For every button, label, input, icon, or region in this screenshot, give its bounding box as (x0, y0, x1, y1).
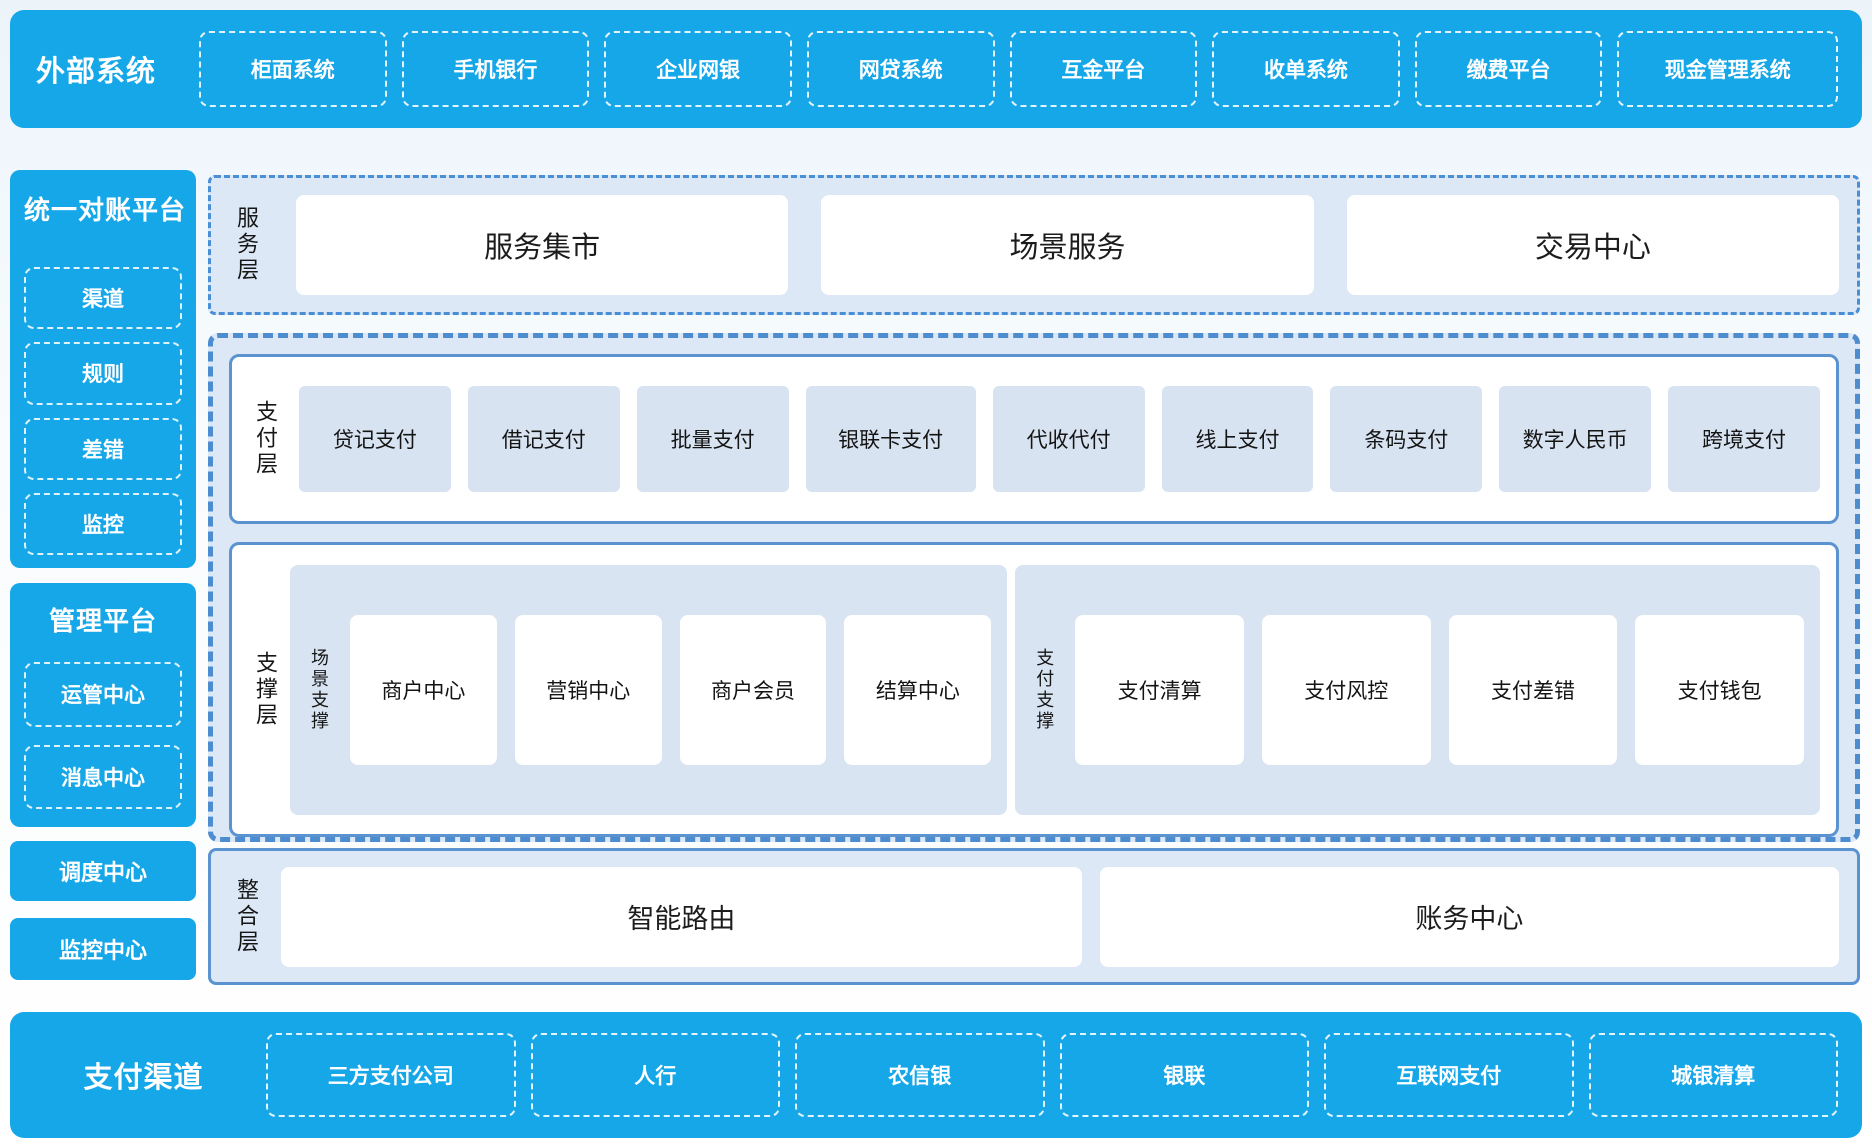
scenario-support-group: 场景支撑 商户中心 营销中心 商户会员 结算中心 (290, 564, 1008, 815)
external-system-item-corporate-ebank: 企业网银 (604, 31, 792, 107)
payment-item-debit: 借记支付 (467, 386, 620, 492)
external-system-item-cash-management: 现金管理系统 (1617, 31, 1839, 107)
management-platform-block: 管理平台 运管中心 消息中心 (10, 583, 196, 827)
payment-item-unionpay-card: 银联卡支付 (805, 386, 976, 492)
management-item-message-center: 消息中心 (24, 744, 182, 809)
support-layer-band: 支撑层 场景支撑 商户中心 营销中心 商户会员 结算中心 支付支撑 支付清算 支… (229, 542, 1839, 837)
external-systems-bar: 外部系统 柜面系统 手机银行 企业网银 网贷系统 互金平台 收单系统 缴费平台 … (10, 10, 1862, 128)
reconciliation-platform-title: 统一对账平台 (24, 195, 187, 225)
channel-item-internet-payment: 互联网支付 (1324, 1033, 1574, 1117)
channel-item-third-party-payment: 三方支付公司 (266, 1033, 516, 1117)
service-item-service-market: 服务集市 (296, 195, 789, 295)
external-system-item-online-loan: 网贷系统 (806, 31, 995, 107)
support-item-payment-clearing: 支付清算 (1075, 614, 1244, 765)
support-layer-label: 支撑层 (253, 650, 278, 729)
service-layer-band: 服务层 服务集市 场景服务 交易中心 (208, 175, 1860, 315)
payment-layer-label: 支付层 (253, 400, 278, 478)
external-system-item-counter: 柜面系统 (199, 31, 387, 107)
payment-item-online: 线上支付 (1161, 386, 1314, 492)
payment-item-barcode: 条码支付 (1330, 386, 1483, 492)
support-item-marketing-center: 营销中心 (514, 614, 662, 765)
reconciliation-item-rules: 规则 (24, 342, 182, 405)
support-item-payment-wallet: 支付钱包 (1635, 614, 1805, 765)
external-system-item-mobile-banking: 手机银行 (401, 31, 590, 107)
reconciliation-item-errors: 差错 (24, 417, 182, 480)
external-system-item-acquiring: 收单系统 (1212, 31, 1400, 107)
channel-item-rural-credit-bank: 农信银 (795, 1033, 1045, 1117)
support-item-settlement-center: 结算中心 (844, 614, 992, 765)
integration-layer-band: 整合层 智能路由 账务中心 (208, 848, 1860, 985)
integration-item-smart-routing: 智能路由 (281, 866, 1082, 967)
payment-item-credit: 贷记支付 (299, 386, 451, 492)
integration-item-accounting-center: 账务中心 (1099, 866, 1839, 967)
reconciliation-platform-block: 统一对账平台 渠道 规则 差错 监控 (10, 170, 196, 568)
external-system-item-bill-payment: 缴费平台 (1414, 31, 1603, 107)
payment-layer-band: 支付层 贷记支付 借记支付 批量支付 银联卡支付 代收代付 线上支付 条码支付 … (229, 354, 1839, 524)
monitoring-center-block: 监控中心 (10, 918, 196, 980)
payment-support-group: 支付支撑 支付清算 支付风控 支付差错 支付钱包 (1015, 564, 1820, 815)
payment-item-cross-border: 跨境支付 (1668, 386, 1820, 492)
channel-item-city-bank-clearing: 城银清算 (1588, 1033, 1838, 1117)
core-layers-wrapper: 支付层 贷记支付 借记支付 批量支付 银联卡支付 代收代付 线上支付 条码支付 … (208, 333, 1860, 842)
channel-item-pboc: 人行 (530, 1033, 780, 1117)
payment-channels-title: 支付渠道 (83, 1062, 204, 1094)
payment-item-digital-rmb: 数字人民币 (1499, 386, 1652, 492)
service-item-scenario-services: 场景服务 (821, 195, 1314, 295)
channel-item-unionpay: 银联 (1059, 1033, 1309, 1117)
reconciliation-item-monitoring: 监控 (24, 492, 182, 555)
support-item-payment-errors: 支付差错 (1448, 614, 1618, 765)
external-system-item-internet-finance: 互金平台 (1009, 31, 1198, 107)
scenario-support-label: 场景支撑 (309, 647, 329, 732)
payment-item-batch: 批量支付 (636, 386, 789, 492)
payment-support-label: 支付支撑 (1034, 647, 1055, 732)
external-systems-title: 外部系统 (36, 56, 157, 88)
scheduling-center-block: 调度中心 (10, 841, 196, 901)
reconciliation-item-channel: 渠道 (24, 267, 182, 330)
support-item-payment-risk-control: 支付风控 (1261, 614, 1431, 765)
management-item-operations-center: 运管中心 (24, 662, 182, 727)
management-platform-title: 管理平台 (48, 606, 157, 636)
service-item-transaction-center: 交易中心 (1346, 195, 1839, 295)
service-layer-label: 服务层 (234, 206, 259, 284)
payment-item-collection-agency: 代收代付 (992, 386, 1145, 492)
integration-layer-label: 整合层 (234, 877, 259, 956)
payment-channels-bar: 支付渠道 三方支付公司 人行 农信银 银联 互联网支付 城银清算 (10, 1012, 1862, 1138)
support-item-merchant-center: 商户中心 (350, 614, 497, 765)
support-item-merchant-membership: 商户会员 (679, 614, 827, 765)
